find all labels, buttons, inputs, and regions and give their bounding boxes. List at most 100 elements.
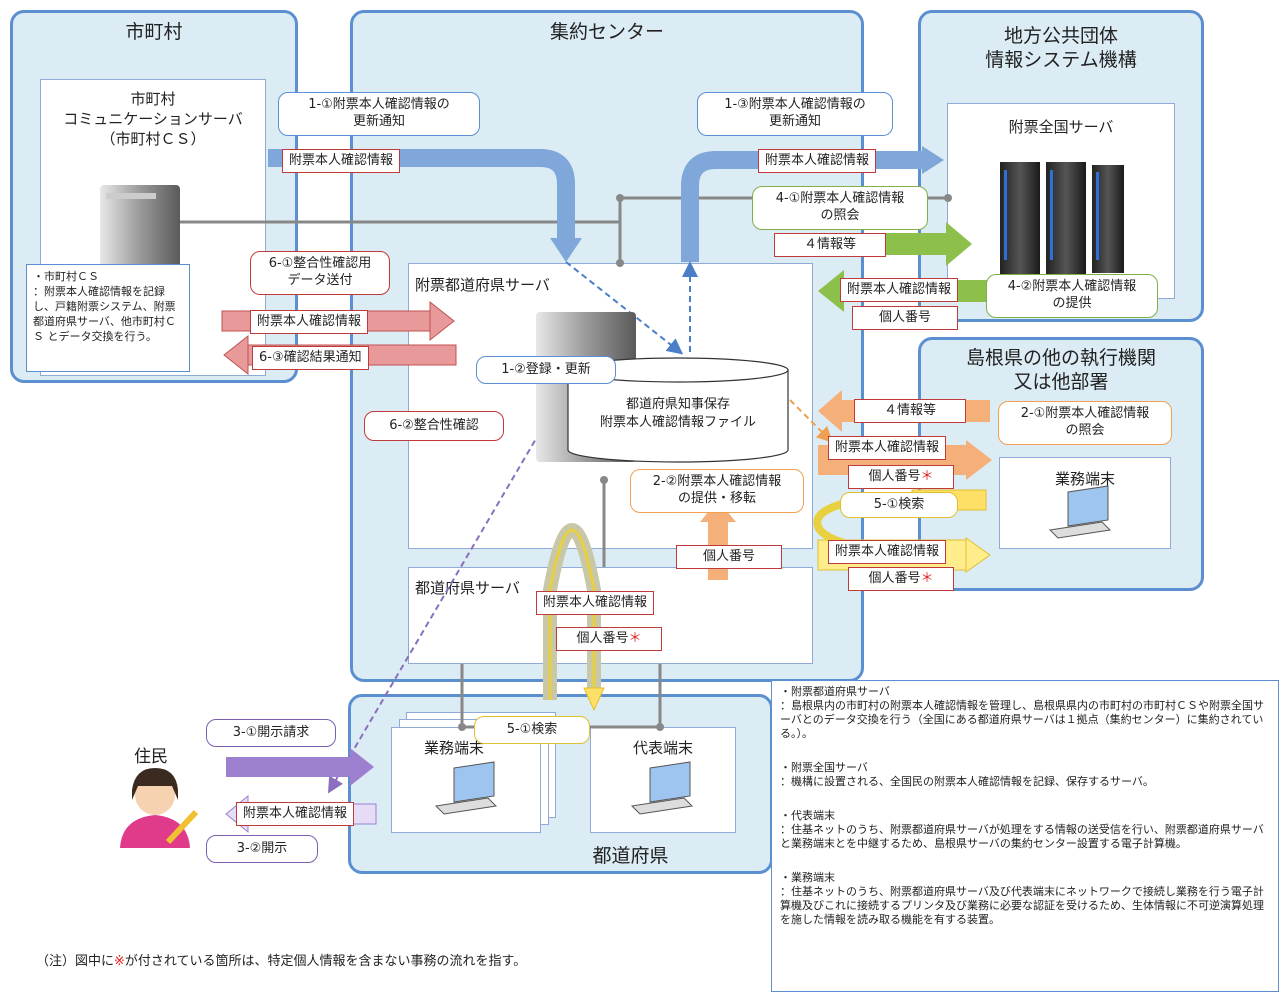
pref-server-title: 都道府県サーバ [415,579,520,597]
label-mynumber-center: 個人番号 [676,545,782,569]
label-info-6-1: 附票本人確認情報 [250,310,369,334]
resident-label: 住民 [134,747,168,767]
asterisk-mark: ＊ [920,469,934,484]
label-info-1-3: 附票本人確認情報 [758,149,877,173]
callout-5-1-pref-text: 5-①検索 [506,722,558,737]
callout-6-2: 6-②整合性確認 [364,411,504,441]
asterisk-mark: ＊ [920,571,934,586]
callout-3-2-text: 3-②開示 [236,841,288,856]
pref-furyo-server-title: 附票都道府県サーバ [415,276,550,294]
label-info-3-2: 附票本人確認情報 [236,802,355,826]
callout-2-1-line2: の照会 [1065,423,1105,438]
callout-6-1-line2: データ送付 [287,273,353,288]
callout-1-1-line1: 1-①附票本人確認情報の [308,97,450,112]
callout-1-3-line1: 1-③附票本人確認情報の [724,97,866,112]
municipal-cs-title-2: コミュニケーションサーバ [63,110,243,128]
resident-icon [120,768,199,848]
footnote-after: が付されている箇所は、特定個人情報を含まない事務の流れを指す。 [124,954,527,969]
municipal-server-icon [100,185,180,280]
callout-4-2-line1: 4-②附票本人確認情報 [1007,279,1137,294]
callout-2-1: 2-①附票本人確認情報 の照会 [998,401,1172,445]
label-mynumber-pref-text: 個人番号 [576,631,629,646]
callout-4-2: 4-②附票本人確認情報 の提供 [986,274,1158,318]
database-cylinder [567,357,789,463]
legend-item: ・附票都道府県サーバ ：島根県内の市町村の附票本人確認情報を管理し、島根県県内の… [780,685,1270,741]
callout-3-2: 3-②開示 [206,835,318,863]
region-center-title: 集約センター [549,21,664,43]
municipal-cs-title-3: （市町村ＣＳ） [100,130,206,148]
callout-2-2-line1: 2-②附票本人確認情報 [652,474,782,489]
label-info4-orange: ４情報等 [854,399,966,423]
footnote-before: （注）図中に [36,954,115,969]
municipal-cs-note-title: ・市町村ＣＳ [33,270,99,283]
callout-6-1-line1: 6-①整合性確認用 [268,256,372,271]
database-label-1: 都道府県知事保存 [625,397,730,412]
region-jlis-title-1: 地方公共団体 [1003,25,1118,47]
legend-title-national: ・附票全国サーバ [780,761,868,774]
callout-1-3-line2: 更新通知 [768,114,821,129]
legend-item: ・附票全国サーバ ：機構に設置される、全国民の附票本人確認情報を記録、保存するサ… [780,761,1270,789]
other-terminal-title: 業務端末 [1054,470,1115,488]
label-mynumber-5-1: 個人番号＊ [848,567,954,591]
legend-item: ・業務端末 ：住基ネットのうち、附票都道府県サーバ及び代表端末にネットワークで接… [780,871,1270,927]
legend-item: ・代表端末 ：住基ネットのうち、附票都道府県サーバが処理をする情報の送受信を行い… [780,809,1270,851]
callout-4-1-line2: の照会 [820,208,860,223]
callout-1-1-line2: 更新通知 [352,114,405,129]
label-info-5-1: 附票本人確認情報 [828,540,947,564]
legend-title-terminal: ・業務端末 [780,871,835,884]
callout-1-1: 1-①附票本人確認情報の 更新通知 [278,92,480,136]
legend-body-terminal: ：住基ネットのうち、附票都道府県サーバ及び代表端末にネットワークで接続し業務を行… [780,885,1264,926]
label-flow-6-3: 6-③確認結果通知 [252,346,369,370]
region-prefecture-title: 都道府県 [592,845,669,867]
legend-body-national: ：機構に設置される、全国民の附票本人確認情報を記録、保存するサーバ。 [780,775,1154,788]
computer-icon-rep [630,761,694,815]
legend-title-rep: ・代表端末 [780,809,835,822]
callout-3-1: 3-①開示請求 [206,719,336,747]
callout-1-3: 1-③附票本人確認情報の 更新通知 [697,92,893,136]
callout-4-2-line2: の提供 [1052,296,1092,311]
database-label: 都道府県知事保存 附票本人確認情報ファイル [568,396,788,432]
municipal-cs-note: ・市町村ＣＳ ：附票本人確認情報を記録し、戸籍附票システム、附票都道府県サーバ、… [26,264,190,372]
legend-box: ・附票都道府県サーバ ：島根県内の市町村の附票本人確認情報を管理し、島根県県内の… [771,680,1279,992]
footnote: （注）図中に※が付されている箇所は、特定個人情報を含まない事務の流れを指す。 [36,950,526,969]
callout-5-1-other-text: 5-①検索 [873,497,925,512]
callout-3-1-text: 3-①開示請求 [232,725,310,740]
municipal-cs-note-body: ：附票本人確認情報を記録し、戸籍附票システム、附票都道府県サーバ、他市町村ＣＳ … [33,285,176,343]
national-server-title: 附票全国サーバ [1008,118,1114,136]
region-municipality-title: 市町村 [125,21,183,43]
label-info4-green: ４情報等 [774,233,886,257]
pref-terminal-title: 業務端末 [424,739,485,757]
asterisk-mark: ＊ [628,631,642,646]
label-info-4-2: 附票本人確認情報 [840,278,959,302]
legend-body-furyo: ：島根県内の市町村の附票本人確認情報を管理し、島根県県内の市町村の市町村ＣＳや附… [780,699,1264,740]
callout-6-2-text: 6-②整合性確認 [389,418,479,433]
rep-terminal-title: 代表端末 [632,739,693,757]
callout-5-1-pref: 5-①検索 [474,716,590,744]
callout-5-1-other: 5-①検索 [840,492,958,518]
region-other-org-title-2: 又は他部署 [1013,371,1109,393]
callout-6-1: 6-①整合性確認用 データ送付 [250,251,390,295]
label-info-pref: 附票本人確認情報 [536,591,655,615]
label-mynumber-pref: 個人番号＊ [556,627,662,651]
blue-flow-arrows [268,146,944,262]
computer-icon-pref [434,761,498,815]
national-server-rack-icon [1000,162,1124,274]
footnote-mark: ※ [114,954,125,969]
municipal-cs-title-1: 市町村 [130,90,176,108]
callout-2-1-line1: 2-①附票本人確認情報 [1020,406,1150,421]
label-mynumber-2-2: 個人番号＊ [848,465,954,489]
label-info-1-1: 附票本人確認情報 [282,149,401,173]
label-info-2-2: 附票本人確認情報 [828,436,947,460]
callout-2-2: 2-②附票本人確認情報 の提供・移転 [630,469,804,513]
database-label-2: 附票本人確認情報ファイル [599,415,756,430]
callout-1-2-text: 1-②登録・更新 [501,362,591,377]
label-mynumber-5-1-text: 個人番号 [868,571,921,586]
label-mynumber-4-2: 個人番号 [852,306,958,330]
callout-1-2: 1-②登録・更新 [476,356,616,384]
region-other-org-title-1: 島根県の他の執行機関 [965,347,1156,369]
label-mynumber-2-2-text: 個人番号 [868,469,921,484]
region-jlis-title-2: 情報システム機構 [985,49,1137,71]
callout-4-1-line1: 4-①附票本人確認情報 [775,191,905,206]
legend-title-furyo: ・附票都道府県サーバ [780,685,890,698]
callout-4-1: 4-①附票本人確認情報 の照会 [752,186,928,230]
